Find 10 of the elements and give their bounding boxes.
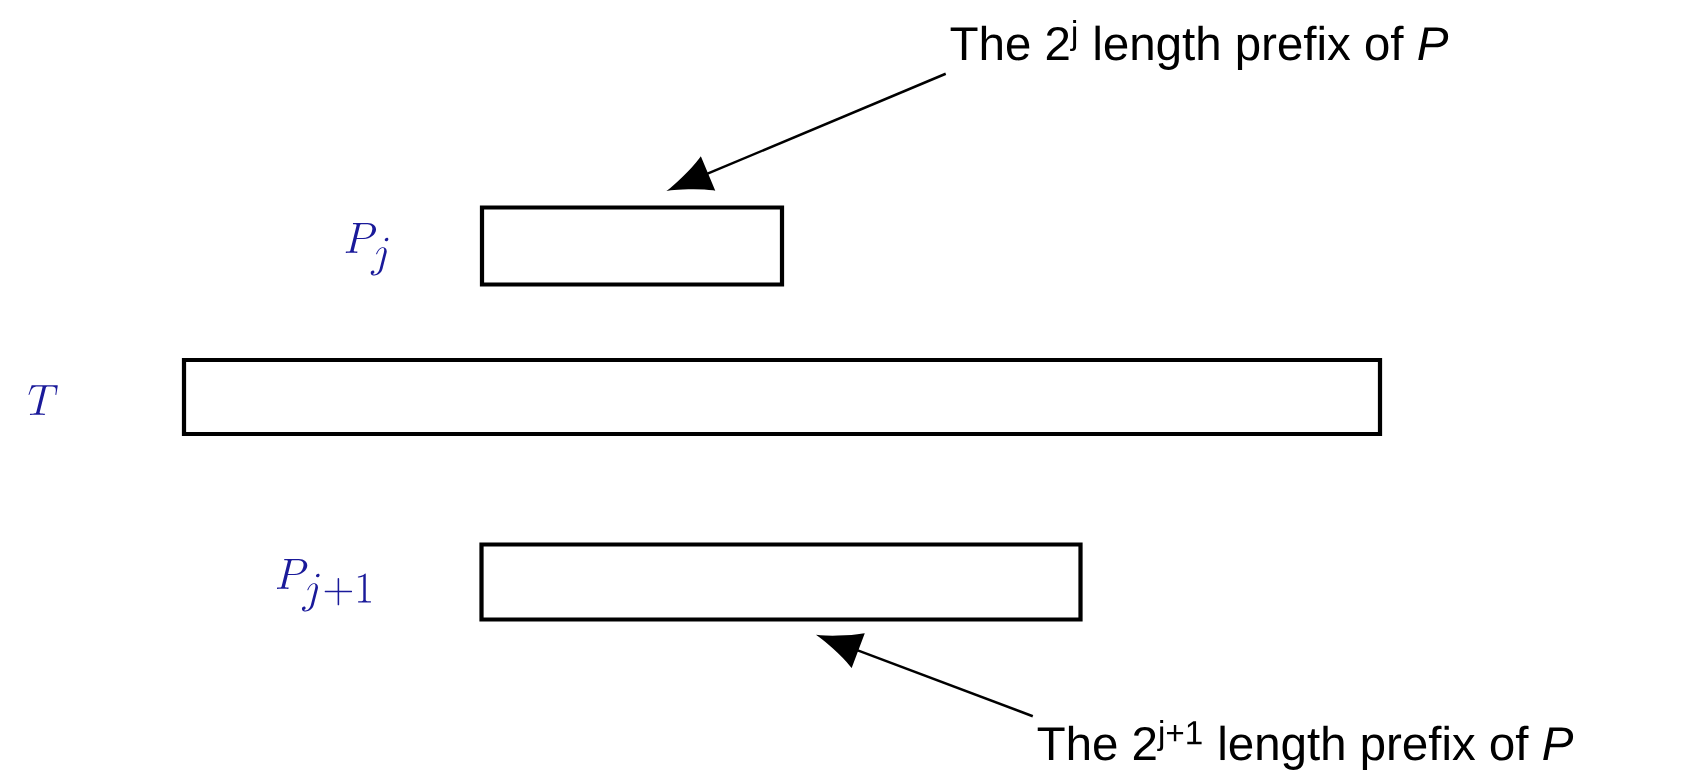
arrow [669,72,947,191]
bar [181,357,1383,437]
math-label: $P_j$ [345,223,389,276]
callout-text: The 2$^{j}$ length prefix of P [950,20,1449,70]
math-label: $P_{j+1}$ [277,559,371,612]
math-label: $T$ [28,385,58,415]
bar [479,205,785,287]
callout-text: The 2$^{j+1}$ length prefix of P [1037,720,1574,770]
bar [479,542,1083,622]
arrow [819,633,1034,718]
